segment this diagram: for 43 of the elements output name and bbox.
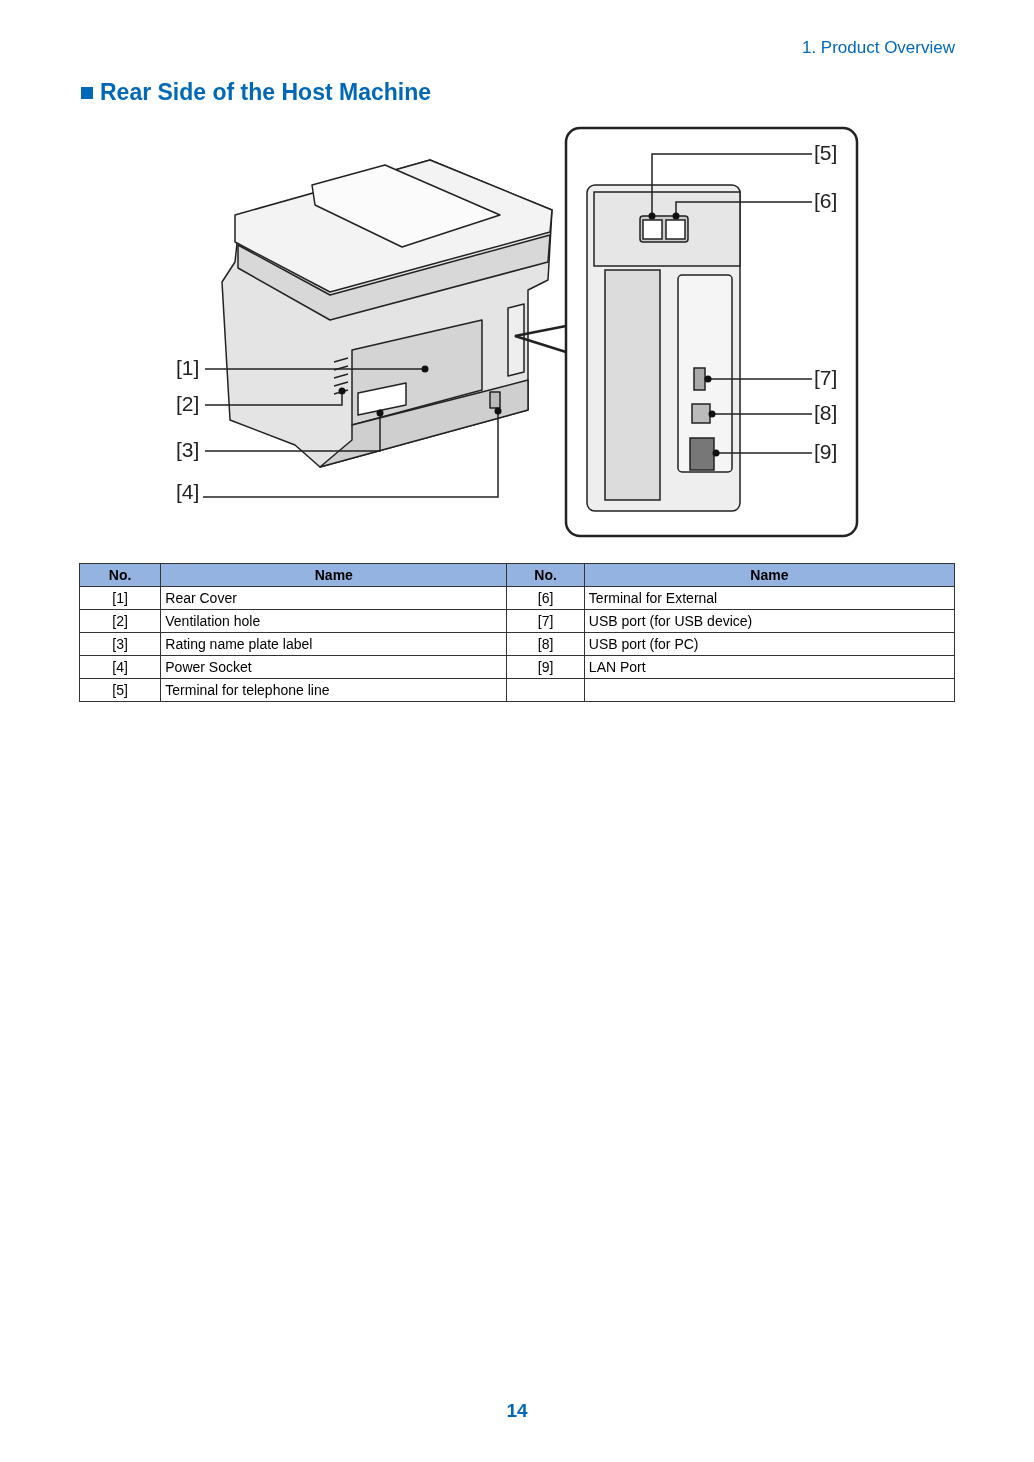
leader-line bbox=[672, 201, 813, 220]
table-cell: Terminal for telephone line bbox=[160, 678, 507, 702]
table-cell: [4] bbox=[79, 655, 161, 679]
page-title: Rear Side of the Host Machine bbox=[100, 79, 431, 106]
table-cell: [1] bbox=[79, 586, 161, 610]
table-cell: USB port (for PC) bbox=[584, 632, 955, 656]
table-cell: [6] bbox=[506, 586, 585, 610]
table-cell: Terminal for External bbox=[584, 586, 955, 610]
section-header: 1. Product Overview bbox=[801, 38, 955, 58]
callout-number: [4] bbox=[176, 481, 200, 502]
callout-number: [1] bbox=[176, 357, 200, 378]
table-cell: USB port (for USB device) bbox=[584, 609, 955, 633]
table-cell: [3] bbox=[79, 632, 161, 656]
table-header: No. bbox=[79, 563, 161, 587]
table-header: Name bbox=[160, 563, 507, 587]
callout-number: [3] bbox=[176, 439, 200, 460]
table-cell: [9] bbox=[506, 655, 585, 679]
leader-line bbox=[204, 365, 429, 373]
table-cell: Ventilation hole bbox=[160, 609, 507, 633]
table-cell: Rear Cover bbox=[160, 586, 507, 610]
callout-number: [7] bbox=[814, 367, 838, 388]
table-cell: Rating name plate label bbox=[160, 632, 507, 656]
leader-line bbox=[704, 375, 813, 383]
callout-number: [9] bbox=[814, 441, 838, 462]
table-header: Name bbox=[584, 563, 955, 587]
table-cell: [7] bbox=[506, 609, 585, 633]
callout-number: [6] bbox=[814, 190, 838, 211]
table-header: No. bbox=[506, 563, 585, 587]
page-number: 14 bbox=[505, 1400, 529, 1422]
table-cell: [5] bbox=[79, 678, 161, 702]
leader-line bbox=[648, 153, 813, 220]
table-cell: Power Socket bbox=[160, 655, 507, 679]
table-cell: [8] bbox=[506, 632, 585, 656]
leader-line bbox=[712, 449, 813, 457]
leader-line bbox=[202, 407, 502, 498]
leader-line bbox=[204, 409, 384, 452]
callout-number: [2] bbox=[176, 393, 200, 414]
table-cell: LAN Port bbox=[584, 655, 955, 679]
leader-line bbox=[708, 410, 813, 418]
callout-number: [5] bbox=[814, 142, 838, 163]
callout-number: [8] bbox=[814, 402, 838, 423]
table-cell: [2] bbox=[79, 609, 161, 633]
leader-line bbox=[204, 387, 346, 406]
